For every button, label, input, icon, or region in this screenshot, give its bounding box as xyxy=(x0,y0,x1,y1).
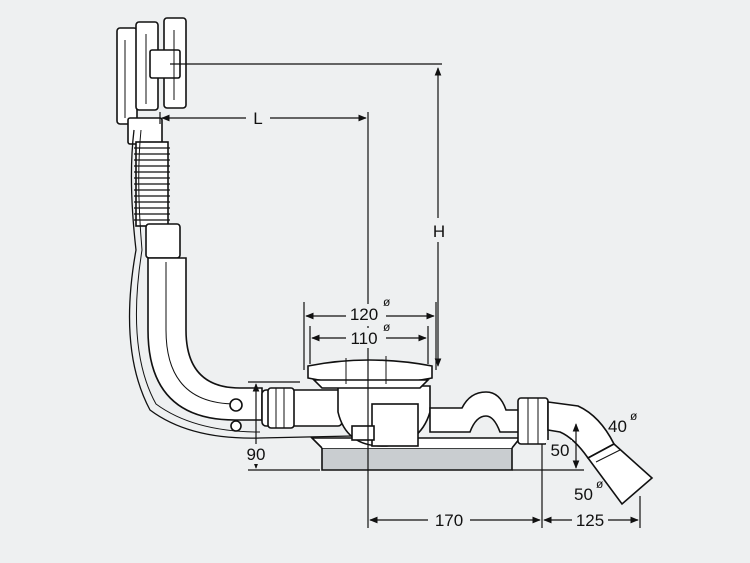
dimension-labels: L H 120 ø 110 ø 90 50 40 ø 50 ø 170 125 xyxy=(247,109,638,530)
label-110-diameter-symbol: ø xyxy=(383,320,391,334)
outlet-nut xyxy=(517,397,549,445)
overflow-cap-back xyxy=(116,27,138,125)
label-50-height: 50 xyxy=(551,441,570,460)
drain-bracket xyxy=(371,403,419,447)
label-170: 170 xyxy=(435,511,463,530)
outlet-adapter xyxy=(586,443,654,506)
label-120: 120 xyxy=(350,305,378,324)
label-120-diameter-symbol: ø xyxy=(383,295,391,309)
label-110: 110 xyxy=(350,329,377,348)
label-50-diameter: 50 xyxy=(574,485,593,504)
drain-assembly xyxy=(261,356,654,506)
label-h: H xyxy=(433,222,445,241)
label-40: 40 xyxy=(608,417,627,436)
drain-base xyxy=(321,447,513,471)
label-90: 90 xyxy=(247,445,266,464)
label-125: 125 xyxy=(576,511,604,530)
label-40-diameter-symbol: ø xyxy=(630,409,638,423)
overflow-assembly xyxy=(116,17,353,439)
label-l: L xyxy=(253,109,262,128)
pipe-coupling xyxy=(145,223,181,259)
label-50-diameter-symbol: ø xyxy=(596,477,604,491)
bowden-cable xyxy=(128,129,353,439)
corrugated-pipe xyxy=(134,141,170,227)
